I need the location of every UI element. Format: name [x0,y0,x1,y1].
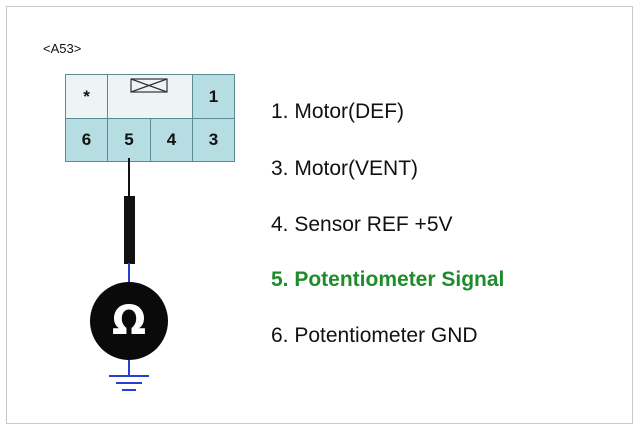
connector-pin-3: 3 [192,118,235,162]
connector-id-label: <A53> [43,41,82,56]
ohm-symbol-text: Ω [111,298,146,344]
connector-pin-6-text: 6 [81,130,92,149]
sensor-circle [90,282,168,360]
pin-label-1: 1. Motor(DEF) [271,100,405,123]
ground-icon [109,375,149,391]
connector-cell-star: * [65,74,108,119]
pin-label-5-highlight: 5. Potentiometer Signal [271,268,505,291]
wire-thick [124,196,135,264]
connector-pin-1-text: 1 [208,86,219,106]
connector-pin-3-text: 3 [208,130,219,149]
connector-pin-4: 4 [150,118,193,162]
connector-pin-5-text: 5 [124,130,134,149]
connector-pin-1: 1 [192,74,235,119]
diagram-frame [6,6,633,424]
pin-label-6: 6. Potentiometer GND [271,324,478,347]
connector-cell-star-text: * [83,86,90,106]
connector-lock-icon [130,78,168,93]
connector-pin-4-text: 4 [166,130,177,149]
pin-label-4: 4. Sensor REF +5V [271,213,453,236]
ohm-icon: Ω [90,293,168,349]
pin-label-3: 3. Motor(VENT) [271,157,419,180]
